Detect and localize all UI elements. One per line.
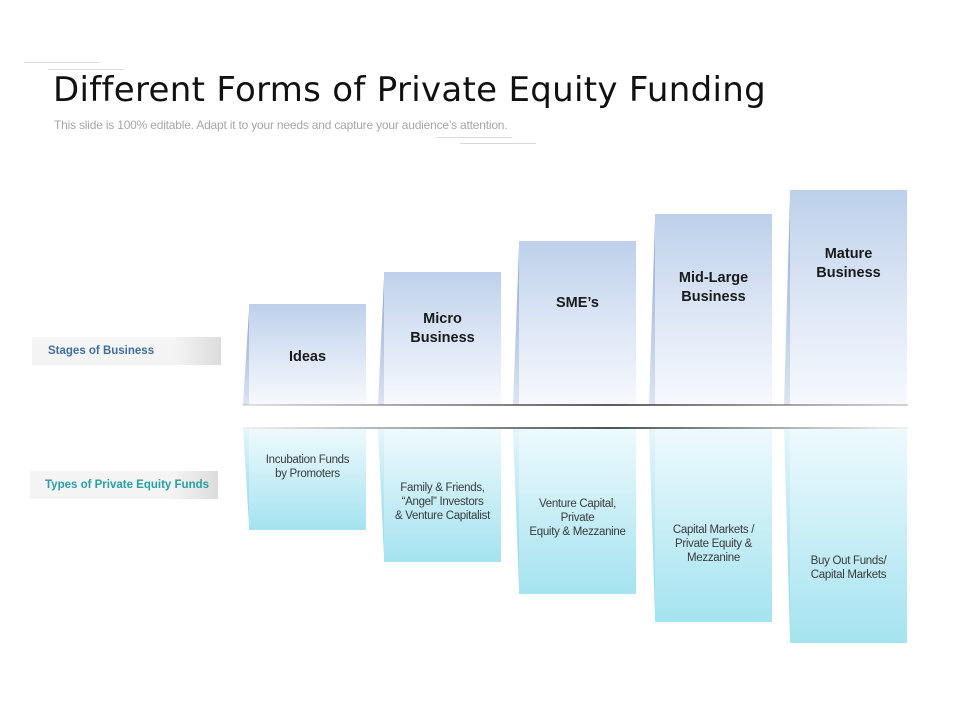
stage-box-smes: SME’s xyxy=(519,241,636,405)
fund-box-capital-markets: Capital Markets / Private Equity & Mezza… xyxy=(655,429,772,622)
fund-text: Family & Friends, xyxy=(400,482,485,494)
decorative-line xyxy=(460,143,536,144)
fund-box-incubation: Incubation Funds by Promoters xyxy=(249,429,366,530)
fund-box-buy-out-funds: Buy Out Funds/ Capital Markets xyxy=(790,429,907,643)
stage-box-micro-business: Micro Business xyxy=(384,272,501,405)
stage-label: Micro xyxy=(423,311,462,327)
types-of-funds-label: Types of Private Equity Funds xyxy=(30,471,218,499)
stage-label: Business xyxy=(410,330,475,346)
fund-text: & Venture Capitalist xyxy=(394,510,490,522)
stage-box-mid-large-business: Mid-Large Business xyxy=(655,214,772,405)
fund-box-venture-capital: Venture Capital, Private Equity & Mezzan… xyxy=(519,429,636,594)
stage-box-mature-business: Mature Business xyxy=(790,190,907,405)
fund-text: by Promoters xyxy=(275,468,340,480)
fund-text: Capital Markets / xyxy=(672,524,755,536)
slide-title: Different Forms of Private Equity Fundin… xyxy=(53,70,766,110)
fund-text: Incubation Funds xyxy=(265,454,350,466)
slide-subtitle: This slide is 100% editable. Adapt it to… xyxy=(54,118,508,132)
stage-label: SME’s xyxy=(556,295,599,311)
separator-line xyxy=(242,404,908,406)
fund-text: Equity & Mezzanine xyxy=(529,526,626,538)
stages-of-business-label: Stages of Business xyxy=(32,337,221,365)
fund-text: Private Equity & xyxy=(674,538,752,550)
separator-line xyxy=(242,427,908,429)
fund-text: Private xyxy=(560,512,595,524)
decorative-line xyxy=(24,62,100,63)
fund-text: Buy Out Funds/ xyxy=(810,555,887,567)
stage-label: Business xyxy=(681,289,746,305)
stage-label: Ideas xyxy=(288,349,327,365)
stage-label: Mid-Large xyxy=(678,270,749,286)
fund-text: Venture Capital, xyxy=(538,498,617,510)
stage-label: Mature xyxy=(824,246,873,262)
decorative-line xyxy=(436,137,512,138)
fund-text: Mezzanine xyxy=(687,552,740,564)
stage-label: Business xyxy=(816,265,881,281)
decorative-line xyxy=(48,69,124,70)
fund-text: Capital Markets xyxy=(810,569,887,581)
fund-box-family-friends-angel: Family & Friends, “Angel” Investors & Ve… xyxy=(384,429,501,562)
fund-text: “Angel” Investors xyxy=(401,496,484,508)
stage-box-ideas: Ideas xyxy=(249,304,366,405)
